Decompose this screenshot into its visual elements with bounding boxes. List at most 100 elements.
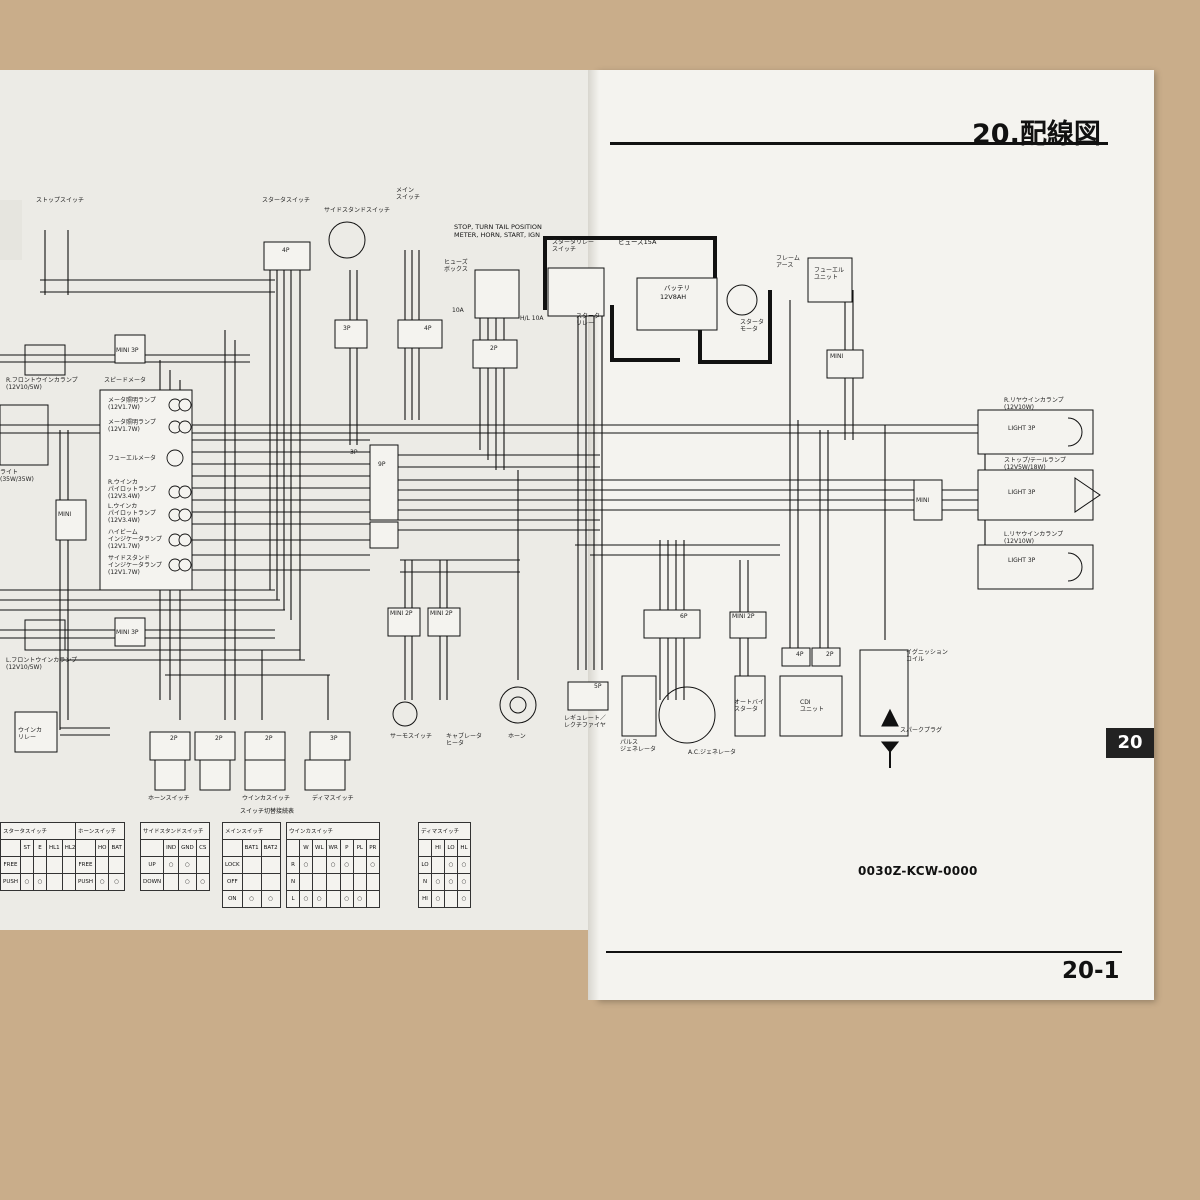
- table-col: IND: [163, 839, 180, 857]
- table-col: CS: [195, 839, 210, 857]
- l-rear-winker-label: L.リヤウインカランプ (12V10W): [1004, 531, 1064, 545]
- winker-relay-label: ウインカ リレー: [18, 727, 43, 741]
- table-title: メインスイッチ: [222, 822, 281, 840]
- table-row-label: N: [418, 873, 432, 891]
- conn-label: 9P: [378, 461, 386, 468]
- diagram-code: 0030Z-KCW-0000: [858, 864, 978, 878]
- l-front-winker-label: L.フロントウインカランプ (12V10/5W): [6, 657, 78, 671]
- conn-label: 3P: [330, 735, 338, 742]
- table-col: E: [32, 839, 47, 857]
- stop-switch-label: ストップスイッチ: [36, 197, 85, 204]
- title-rule: [610, 142, 1108, 145]
- conn-label: 4P: [796, 651, 804, 658]
- starter-relay-switch-label: スタータリレー スイッチ: [552, 239, 595, 253]
- table-row-label: DOWN: [139, 873, 165, 891]
- table-col: BAT1: [241, 839, 262, 857]
- conn-label: LIGHT 3P: [1008, 489, 1036, 496]
- sidestand-indicator-label: サイドスタンド インジケータランプ (12V1.7W): [108, 555, 162, 576]
- table-col: HI: [431, 839, 445, 857]
- spark-plug-label: スパークプラグ: [900, 727, 943, 734]
- frame-ground-label: フレーム アース: [776, 255, 800, 269]
- table-row-label: OFF: [222, 873, 243, 891]
- fuse-15a-label: ヒューズ15A: [618, 238, 657, 246]
- table-row-label: R: [286, 856, 300, 874]
- fuse-hl-label: H/L 10A: [520, 315, 544, 322]
- battery-rating: 12V8AH: [660, 293, 687, 301]
- table-col: ST: [19, 839, 34, 857]
- conn-label: 3P: [343, 325, 351, 332]
- conn-label: 2P: [265, 735, 273, 742]
- conn-label: MINI: [58, 511, 72, 518]
- r-front-winker-label: R.フロントウインカランプ (12V10/5W): [6, 377, 78, 391]
- fuel-unit-label: フューエル ユニット: [814, 267, 845, 281]
- table-title: サイドスタンドスイッチ: [140, 822, 210, 840]
- table-col: HL: [457, 839, 471, 857]
- table-row-label: FREE: [75, 856, 96, 874]
- table-row-label: PUSH: [75, 873, 96, 891]
- footer-rule: [606, 951, 1122, 953]
- table-col: LO: [444, 839, 458, 857]
- conn-label: 5P: [594, 683, 602, 690]
- table-col: PL: [352, 839, 367, 857]
- table-col: BAT: [108, 839, 125, 857]
- fuse-box-label: ヒューズ ボックス: [444, 259, 468, 273]
- meter-lamp2-label: メータ照明ランプ (12V1.7W): [108, 419, 156, 433]
- conn-label: MINI 2P: [430, 610, 453, 617]
- r-rear-winker-label: R.リヤウインカランプ (12V10W): [1004, 397, 1064, 411]
- table-col: GND: [178, 839, 197, 857]
- starter-switch-label: スタータスイッチ: [262, 197, 311, 204]
- horn-switch-label: ホーンスイッチ: [148, 795, 190, 802]
- conn-label: LIGHT 3P: [1008, 557, 1036, 564]
- conn-label: MINI: [830, 353, 844, 360]
- carb-heater-label: キャブレータ ヒータ: [446, 733, 483, 747]
- table-title: ディマスイッチ: [418, 822, 471, 840]
- cdi-unit-label: CDI ユニット: [800, 699, 825, 713]
- table-col: PR: [365, 839, 380, 857]
- meter-lamp1-label: メータ照明ランプ (12V1.7W): [108, 397, 156, 411]
- thermo-switch-label: サーモスイッチ: [390, 733, 433, 740]
- table-row-label: LO: [418, 856, 432, 874]
- battery-label: バッテリ: [664, 284, 690, 292]
- page-title: 20.配線図: [972, 119, 1101, 150]
- conn-label: LIGHT 3P: [1008, 425, 1036, 432]
- fuse-note-line1: STOP, TURN TAIL POSITION: [454, 223, 542, 231]
- table-title: ウインカスイッチ: [286, 822, 380, 840]
- table-col: HO: [94, 839, 110, 857]
- ignition-coil-label: イグニッション コイル: [906, 649, 948, 663]
- table-row-label: UP: [139, 856, 165, 874]
- conn-label: 6P: [680, 613, 688, 620]
- side-stand-switch-label: サイドスタンドスイッチ: [324, 207, 391, 214]
- table-col: W: [299, 839, 313, 857]
- fuel-meter-label: フューエルメータ: [108, 455, 157, 462]
- conn-label: MINI 3P: [116, 629, 139, 636]
- fuse-note: STOP, TURN TAIL POSITION METER, HORN, ST…: [454, 223, 542, 240]
- r-winker-pilot-label: R.ウインカ パイロットランプ (12V3.4W): [108, 479, 156, 500]
- table-col: P: [339, 839, 354, 857]
- section-tab: 20: [1106, 728, 1154, 758]
- conn-label: MINI 2P: [390, 610, 413, 617]
- conn-label: 2P: [215, 735, 223, 742]
- ac-generator-label: A.C.ジェネレータ: [688, 749, 737, 756]
- conn-label: 3P: [350, 449, 358, 456]
- starter-motor-label: スタータ モータ: [740, 319, 765, 333]
- regulator-label: レギュレート／ レクチファイヤ: [564, 715, 606, 729]
- fuse-10a-label: 10A: [452, 307, 464, 314]
- table-title: スタータスイッチ: [0, 822, 79, 840]
- switch-caption: スイッチ切替接続表: [240, 808, 295, 815]
- table-col: HL1: [45, 839, 63, 857]
- l-winker-pilot-label: L.ウインカ パイロットランプ (12V3.4W): [108, 503, 156, 524]
- conn-label: 4P: [424, 325, 432, 332]
- starter-relay-label: スタータ リレー: [576, 313, 601, 327]
- table-col: WR: [325, 839, 341, 857]
- stop-tail-label: ストップ/テールランプ (12V5W/18W): [1004, 457, 1066, 471]
- table-row-label: ON: [222, 890, 243, 908]
- auto-bystarter-label: オートバイ スタータ: [734, 699, 765, 713]
- conn-label: 2P: [170, 735, 178, 742]
